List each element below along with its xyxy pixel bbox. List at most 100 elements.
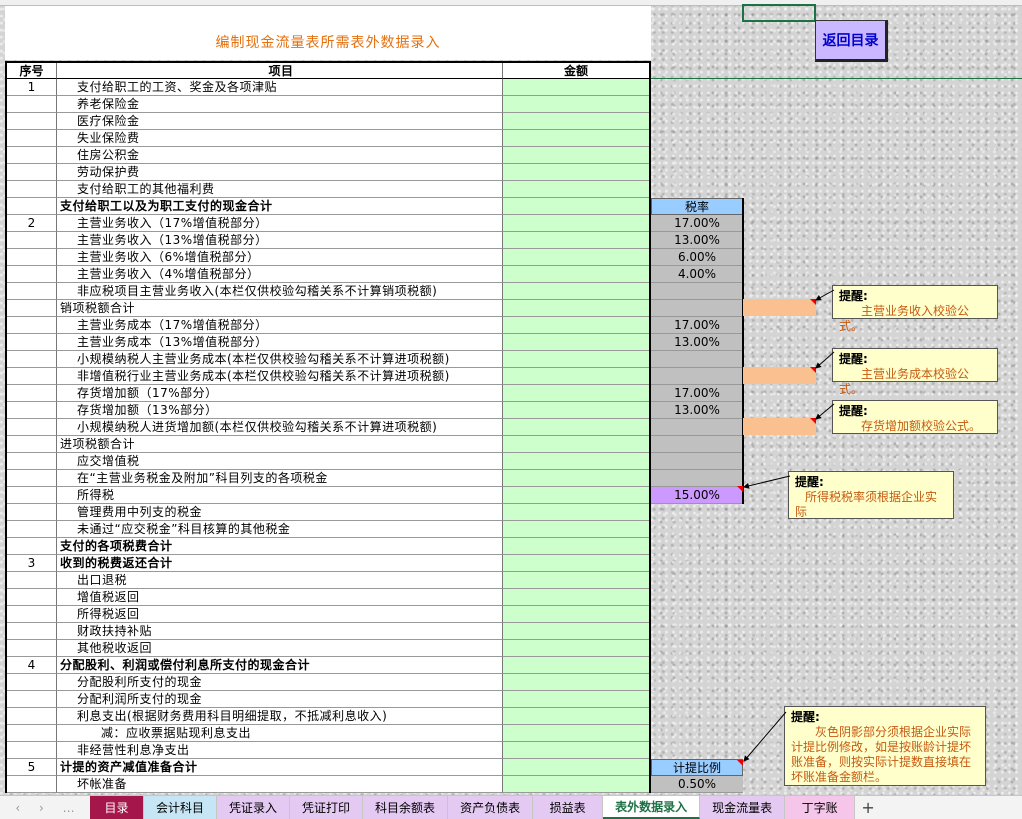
- income-tax-rate-cell[interactable]: 15.00%: [651, 487, 743, 504]
- amount-cell[interactable]: [503, 283, 649, 300]
- seq-cell[interactable]: [7, 436, 57, 453]
- amount-cell[interactable]: [503, 674, 649, 691]
- seq-cell[interactable]: [7, 470, 57, 487]
- item-cell[interactable]: 减：应收票据贴现利息支出: [57, 725, 503, 742]
- amount-cell[interactable]: [503, 130, 649, 147]
- amount-cell[interactable]: [503, 402, 649, 419]
- amount-cell[interactable]: [503, 521, 649, 538]
- amount-cell[interactable]: [503, 640, 649, 657]
- amount-cell[interactable]: [503, 589, 649, 606]
- amount-cell[interactable]: [503, 249, 649, 266]
- seq-cell[interactable]: [7, 351, 57, 368]
- amount-cell[interactable]: [503, 572, 649, 589]
- item-cell[interactable]: 住房公积金: [57, 147, 503, 164]
- seq-cell[interactable]: [7, 181, 57, 198]
- tax-rate-cell[interactable]: 17.00%: [651, 215, 743, 232]
- item-cell[interactable]: 存货增加额（17%部分）: [57, 385, 503, 402]
- seq-cell[interactable]: [7, 691, 57, 708]
- item-cell[interactable]: 支付给职工的工资、奖金及各项津贴: [57, 79, 503, 96]
- seq-cell[interactable]: [7, 572, 57, 589]
- item-cell[interactable]: 主营业务收入（17%增值税部分）: [57, 215, 503, 232]
- seq-cell[interactable]: [7, 368, 57, 385]
- amount-cell[interactable]: [503, 776, 649, 793]
- seq-cell[interactable]: [7, 708, 57, 725]
- item-cell[interactable]: 主营业务收入（13%增值税部分）: [57, 232, 503, 249]
- sheet-tab[interactable]: 损益表: [533, 796, 604, 819]
- sheet-tab[interactable]: 目录: [90, 796, 144, 819]
- sheet-tab[interactable]: 会计科目: [144, 796, 218, 819]
- tax-rate-cell[interactable]: 13.00%: [651, 402, 743, 419]
- seq-cell[interactable]: [7, 640, 57, 657]
- return-to-index-button[interactable]: 返回目录: [815, 20, 888, 62]
- item-cell[interactable]: 支付给职工以及为职工支付的现金合计: [57, 198, 503, 215]
- item-cell[interactable]: 管理费用中列支的税金: [57, 504, 503, 521]
- item-cell[interactable]: 主营业务成本（13%增值税部分）: [57, 334, 503, 351]
- tax-rate-cell[interactable]: 4.00%: [651, 266, 743, 283]
- tax-rate-cell[interactable]: [651, 453, 743, 470]
- seq-cell[interactable]: 1: [7, 79, 57, 96]
- amount-cell[interactable]: [503, 79, 649, 96]
- amount-cell[interactable]: [503, 351, 649, 368]
- sheet-tab[interactable]: 科目余额表: [363, 796, 449, 819]
- sheet-tab[interactable]: 凭证录入: [217, 796, 291, 819]
- sheet-tab[interactable]: 丁字账: [785, 796, 856, 819]
- sheet-tab[interactable]: 资产负债表: [448, 796, 534, 819]
- seq-cell[interactable]: [7, 453, 57, 470]
- item-cell[interactable]: 非增值税行业主营业务成本(本栏仅供校验勾稽关系不计算进项税额): [57, 368, 503, 385]
- seq-cell[interactable]: [7, 300, 57, 317]
- seq-cell[interactable]: [7, 96, 57, 113]
- provision-ratio-cell[interactable]: 0.50%: [651, 776, 743, 793]
- item-cell[interactable]: 未通过“应交税金”科目核算的其他税金: [57, 521, 503, 538]
- amount-cell[interactable]: [503, 113, 649, 130]
- cost-check-cell[interactable]: [743, 367, 816, 384]
- seq-cell[interactable]: [7, 266, 57, 283]
- item-cell[interactable]: 所得税: [57, 487, 503, 504]
- amount-cell[interactable]: [503, 657, 649, 674]
- tax-rate-cell[interactable]: 6.00%: [651, 249, 743, 266]
- amount-cell[interactable]: [503, 725, 649, 742]
- seq-cell[interactable]: [7, 232, 57, 249]
- amount-cell[interactable]: [503, 538, 649, 555]
- item-cell[interactable]: 医疗保险金: [57, 113, 503, 130]
- tax-rate-cell[interactable]: [651, 368, 743, 385]
- item-cell[interactable]: 计提的资产减值准备合计: [57, 759, 503, 776]
- item-cell[interactable]: 劳动保护费: [57, 164, 503, 181]
- sheet-tab[interactable]: 凭证打印: [290, 796, 364, 819]
- item-cell[interactable]: 所得税返回: [57, 606, 503, 623]
- amount-cell[interactable]: [503, 181, 649, 198]
- item-cell[interactable]: 增值税返回: [57, 589, 503, 606]
- amount-cell[interactable]: [503, 368, 649, 385]
- seq-cell[interactable]: [7, 419, 57, 436]
- amount-cell[interactable]: [503, 334, 649, 351]
- inventory-check-cell[interactable]: [743, 418, 816, 435]
- seq-cell[interactable]: [7, 113, 57, 130]
- amount-cell[interactable]: [503, 266, 649, 283]
- item-cell[interactable]: 进项税额合计: [57, 436, 503, 453]
- tax-rate-cell[interactable]: [651, 470, 743, 487]
- amount-cell[interactable]: [503, 96, 649, 113]
- item-cell[interactable]: 坏帐准备: [57, 776, 503, 793]
- seq-cell[interactable]: [7, 249, 57, 266]
- item-cell[interactable]: 非经营性利息净支出: [57, 742, 503, 759]
- seq-cell[interactable]: [7, 283, 57, 300]
- tax-rate-cell[interactable]: [651, 419, 743, 436]
- item-cell[interactable]: 失业保险费: [57, 130, 503, 147]
- tax-rate-cell[interactable]: [651, 351, 743, 368]
- item-cell[interactable]: 小规模纳税人进货增加额(本栏仅供校验勾稽关系不计算进项税额): [57, 419, 503, 436]
- chevron-right-icon[interactable]: ›: [38, 800, 44, 815]
- seq-cell[interactable]: [7, 402, 57, 419]
- amount-cell[interactable]: [503, 742, 649, 759]
- seq-cell[interactable]: [7, 130, 57, 147]
- tax-rate-cell[interactable]: 17.00%: [651, 385, 743, 402]
- tax-rate-cell[interactable]: [651, 283, 743, 300]
- tax-rate-cell[interactable]: [651, 436, 743, 453]
- item-cell[interactable]: 存货增加额（13%部分）: [57, 402, 503, 419]
- amount-cell[interactable]: [503, 487, 649, 504]
- amount-cell[interactable]: [503, 215, 649, 232]
- amount-cell[interactable]: [503, 504, 649, 521]
- amount-cell[interactable]: [503, 147, 649, 164]
- ellipsis-icon[interactable]: …: [62, 800, 75, 815]
- seq-cell[interactable]: [7, 623, 57, 640]
- amount-cell[interactable]: [503, 623, 649, 640]
- amount-cell[interactable]: [503, 300, 649, 317]
